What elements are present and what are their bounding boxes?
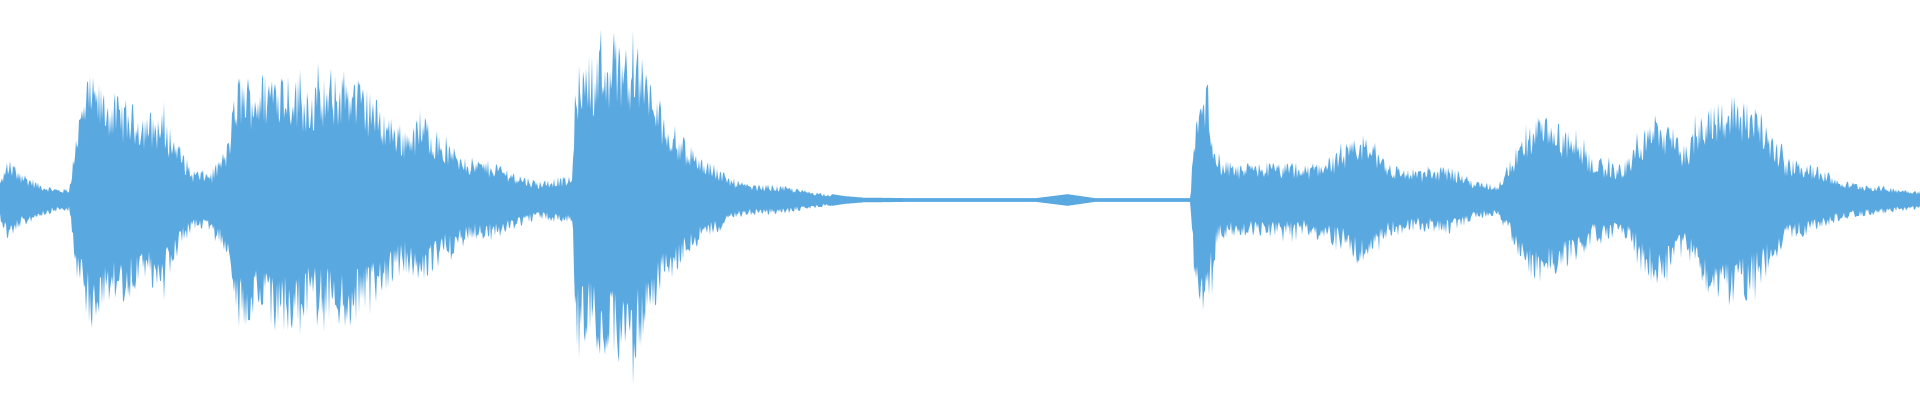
waveform-peaks [0, 29, 1920, 386]
